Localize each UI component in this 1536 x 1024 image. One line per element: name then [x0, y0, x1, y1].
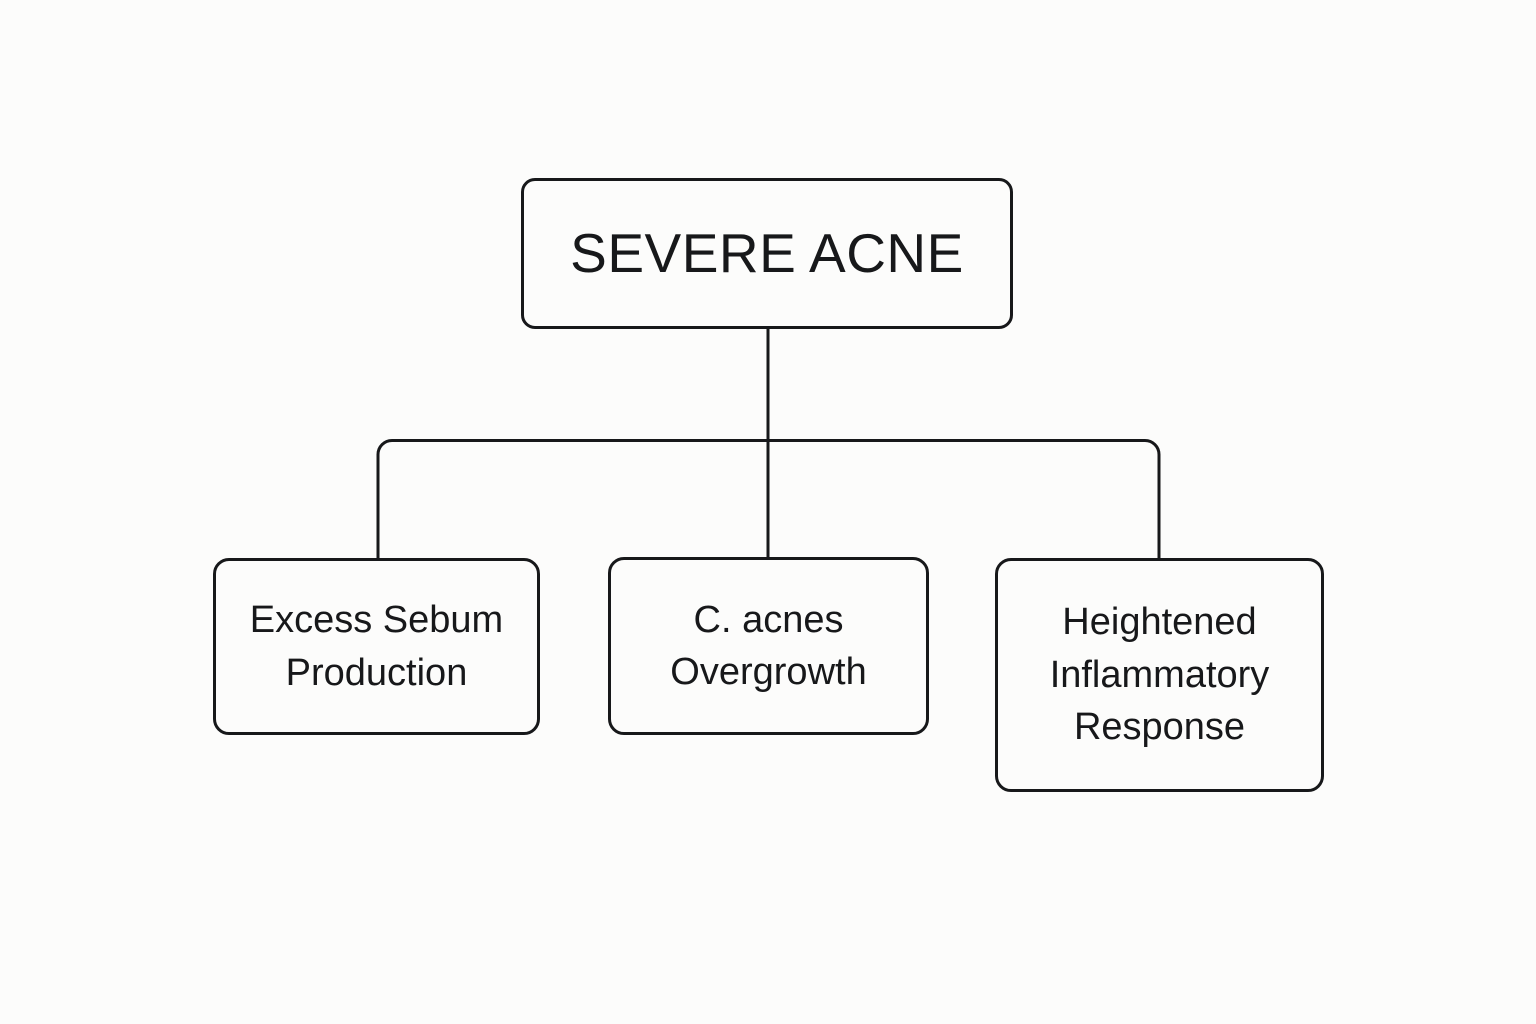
node-severe-acne-label: SEVERE ACNE	[570, 222, 964, 285]
edge-root-to-child-2	[768, 439, 1161, 558]
node-excess-sebum-production-label: Excess Sebum Production	[249, 599, 504, 694]
node-c-acnes-overgrowth[interactable]: C. acnes Overgrowth	[608, 557, 929, 735]
edge-root-to-child-0	[376, 439, 768, 558]
node-c-acnes-overgrowth-label: C. acnes Overgrowth	[670, 598, 867, 693]
node-heightened-inflammatory-response[interactable]: Heightened Inflammatory Response	[995, 558, 1324, 792]
node-severe-acne[interactable]: SEVERE ACNE	[521, 178, 1013, 329]
node-heightened-inflammatory-response-label: Heightened Inflammatory Response	[1049, 601, 1270, 749]
node-excess-sebum-production[interactable]: Excess Sebum Production	[213, 558, 540, 735]
